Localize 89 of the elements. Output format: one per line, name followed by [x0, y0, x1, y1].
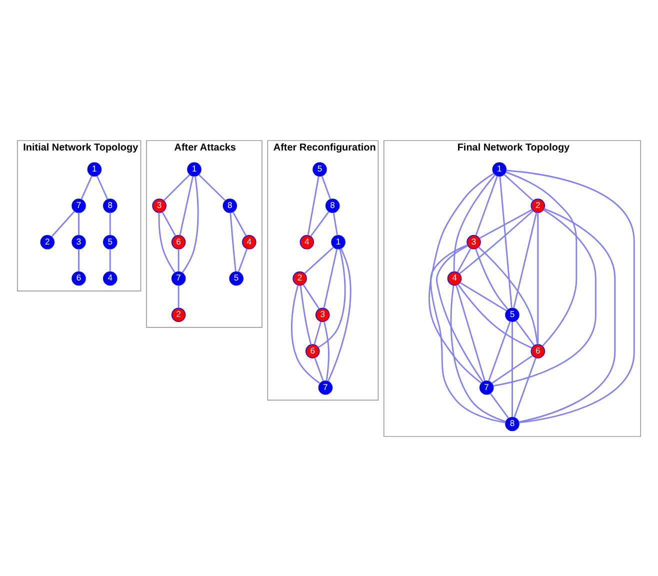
node-circle: 6: [72, 270, 86, 286]
connector: [302, 284, 320, 309]
node-circle: 5: [102, 234, 118, 249]
connector: [514, 357, 536, 418]
connector: [230, 212, 236, 272]
connector: [332, 212, 338, 236]
connector: [323, 248, 338, 308]
connector: [232, 211, 247, 236]
node-circle: 4: [447, 270, 462, 286]
connector: [460, 281, 507, 311]
connector: [478, 246, 538, 344]
connector: [428, 172, 494, 384]
connector: [456, 284, 486, 381]
node-circle: 5: [312, 162, 327, 176]
node-circle: 5: [229, 270, 244, 286]
connector: [456, 247, 472, 272]
connector: [109, 212, 111, 235]
connector: [493, 208, 596, 386]
node-circle: 7: [72, 198, 86, 212]
connector: [178, 248, 180, 272]
connector: [499, 176, 512, 308]
connector: [163, 174, 190, 201]
node-circle: 1: [187, 162, 202, 176]
connector: [515, 320, 535, 346]
node-circle: 3: [152, 198, 166, 212]
connector: [488, 320, 511, 381]
connector: [80, 175, 92, 200]
connector: [537, 212, 539, 344]
connector: [328, 248, 352, 381]
node-circle: 8: [325, 198, 340, 212]
connector: [96, 175, 108, 200]
node-circle: 6: [171, 234, 186, 249]
node-circle: 4: [300, 234, 314, 249]
connector: [178, 284, 180, 308]
connector: [453, 174, 496, 272]
connector: [162, 211, 176, 236]
connector: [318, 248, 346, 348]
node-circle: 3: [72, 234, 86, 249]
connector: [78, 248, 80, 272]
node-circle: 2: [171, 307, 186, 322]
node-circle: 3: [315, 307, 330, 322]
node-circle: 8: [505, 416, 520, 431]
connector: [323, 320, 330, 380]
connector: [51, 210, 75, 237]
connector: [182, 176, 199, 273]
connector: [512, 212, 538, 308]
connector: [307, 176, 320, 236]
connector: [475, 248, 509, 310]
node-circle: 2: [530, 198, 546, 212]
node-circle: 7: [171, 270, 186, 286]
node-circle: 8: [222, 198, 238, 212]
connector: [300, 284, 312, 344]
connector: [158, 212, 176, 272]
connector: [518, 208, 616, 422]
connector: [109, 248, 111, 272]
connector: [490, 392, 509, 418]
node-circle: 6: [530, 344, 546, 358]
node-circle: 1: [492, 162, 507, 176]
connector: [314, 356, 324, 381]
connector: [436, 244, 484, 382]
node-circle: 6: [305, 344, 320, 358]
node-circle: 4: [102, 270, 118, 286]
connector: [310, 210, 330, 236]
node-circle: 2: [40, 234, 54, 249]
node-circle: 8: [102, 198, 118, 212]
node-circle: 1: [87, 162, 102, 176]
connector: [475, 175, 498, 236]
connector: [504, 173, 534, 201]
connector: [179, 176, 194, 236]
node-circle: 4: [242, 234, 256, 249]
node-circle: 2: [292, 270, 307, 286]
node-circle: 5: [505, 307, 520, 322]
node-circle: 7: [479, 380, 494, 394]
connector: [198, 174, 226, 201]
node-circle: 3: [466, 234, 481, 249]
connector: [238, 248, 248, 272]
connector: [304, 246, 334, 274]
connector: [459, 210, 534, 274]
connector: [314, 320, 322, 344]
connector: [78, 212, 80, 235]
connector: [450, 284, 506, 422]
connector: [430, 244, 506, 423]
connector: [321, 175, 332, 199]
connector: [512, 321, 513, 416]
connector: [458, 284, 532, 348]
connector: [479, 208, 533, 238]
connector: [492, 354, 533, 384]
node-circle: 7: [318, 380, 333, 394]
node-circle: 1: [331, 234, 346, 249]
